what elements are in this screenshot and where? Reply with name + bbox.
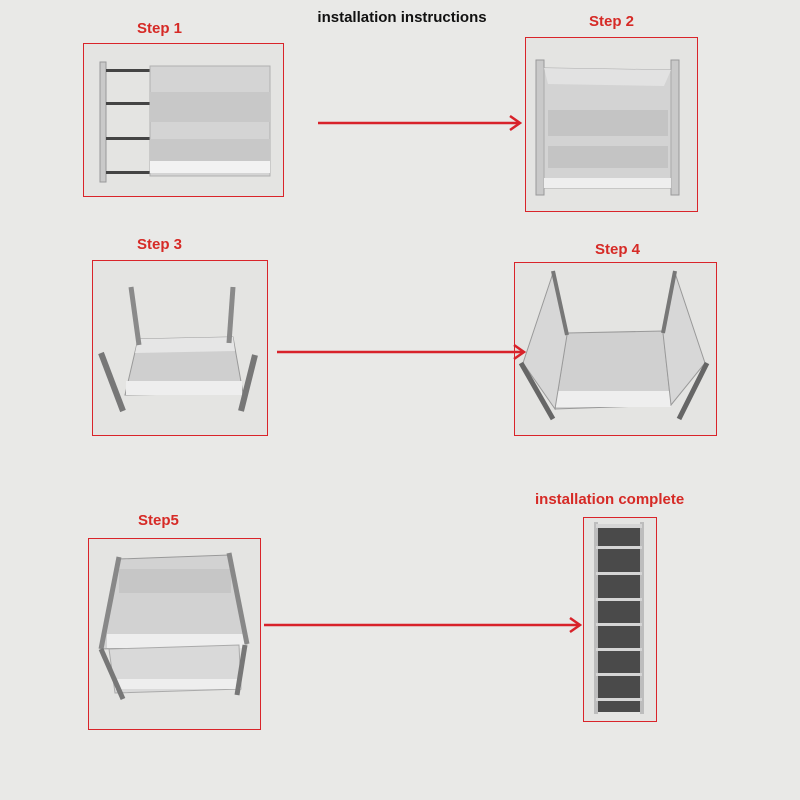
arrow-step1-to-step2: [318, 115, 523, 132]
step-3-image: [92, 260, 268, 436]
rack-two-panels-illustration: [535, 59, 680, 196]
arrow-step3-to-step4: [277, 344, 527, 361]
step-1-label: Step 1: [137, 20, 183, 37]
rack-side-panel-illustration: [99, 61, 271, 183]
step-4-image: [514, 262, 717, 436]
complete-image: [583, 517, 657, 722]
rack-two-tiers-illustration: [98, 552, 250, 701]
complete-label: installation complete: [535, 491, 685, 508]
step-1-image: [83, 43, 284, 197]
assembled-rack-illustration: [594, 522, 644, 714]
arrow-step5-to-complete: [264, 617, 583, 634]
page-title: installation instructions: [317, 9, 487, 26]
step-5-image: [88, 538, 261, 730]
step-5-label: Step5: [138, 512, 179, 529]
step-2-image: [525, 37, 698, 212]
rack-legs-up-illustration: [98, 286, 258, 413]
step-3-label: Step 3: [137, 236, 183, 253]
step-2-label: Step 2: [589, 13, 635, 30]
rack-side-panels-folded-illustration: [518, 270, 710, 421]
step-4-label: Step 4: [595, 241, 641, 258]
